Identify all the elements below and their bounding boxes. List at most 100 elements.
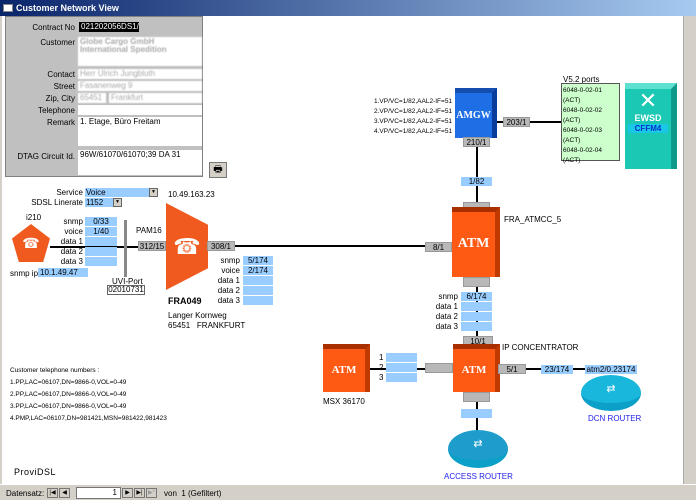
record-navigator: Datensatz: |◀ ◀ 1 ▶ ▶| ▶* von 1 (Gefilte… <box>0 484 696 500</box>
service-select[interactable]: Voice ▼ <box>85 188 158 197</box>
remark-label: Remark <box>46 118 75 127</box>
customer-form: Contract No 021202056DS1/1 Customer Glob… <box>5 16 203 177</box>
contract-field[interactable]: 021202056DS1/1 <box>79 22 139 32</box>
ipconc-label: ATM <box>461 364 487 376</box>
vertical-scrollbar[interactable] <box>683 16 696 484</box>
msx-row-value <box>386 363 417 372</box>
phone-item: 1.PP,LAC=06107,DN=9866-0,VOL=0-49 <box>10 379 127 386</box>
access-label[interactable]: ACCESS ROUTER <box>444 472 513 481</box>
prev-record-button[interactable]: ◀ <box>59 488 70 498</box>
snmp-ip-value: 10.1.49.47 <box>38 268 88 277</box>
service-value: Voice <box>86 188 106 197</box>
window-title: Customer Network View <box>16 3 119 13</box>
port-row-value: 0/33 <box>85 217 117 226</box>
dcn-router-icon[interactable]: ⇄ <box>581 375 641 411</box>
pam-ip: 10.49.163.23 <box>168 190 215 199</box>
port-row-value: 2/174 <box>243 266 273 275</box>
record-number-input[interactable]: 1 <box>76 487 121 499</box>
phone-item: 4.PMP,LAC=06107,DN=981421,MSN=981422,981… <box>10 415 167 422</box>
new-record-button[interactable]: ▶* <box>146 488 157 498</box>
remark-field[interactable]: 1. Etage, Büro Freitam <box>78 117 202 146</box>
dtag-field[interactable]: 96W/61070/61070;39 DA 31 <box>78 150 202 175</box>
msx-row-label: 3 <box>379 373 384 382</box>
ipconc-device-icon[interactable]: ATM <box>453 344 500 392</box>
v52-port-item: 6048-0-02-03 (ACT) <box>563 127 603 144</box>
contract-label: Contract No <box>32 23 75 32</box>
street-field[interactable]: Fasanenweg 9 <box>78 81 202 91</box>
port-row-value <box>85 247 117 256</box>
access-link <box>461 409 492 418</box>
vpvc-item: 2.VP/VC=1/82,AAL2-IF=51 <box>374 108 453 115</box>
zip-field[interactable]: 65451 <box>78 93 106 103</box>
dtag-label: DTAG Circuit Id. <box>17 152 75 161</box>
access-router-icon[interactable]: ⇄ <box>448 430 508 468</box>
msx-device-icon[interactable]: ATM <box>323 344 370 392</box>
atmcc-label: ATM <box>457 236 490 251</box>
linerate-select[interactable]: 1152 ▼ <box>85 198 122 207</box>
v52-port-item: 6048-0-02-04 (ACT) <box>563 147 603 164</box>
port-row-label: data 2 <box>435 312 458 321</box>
phone-list: Customer telephone numbers : 1.PP,LAC=06… <box>10 365 167 425</box>
pam-city: 65451 FRANKFURT <box>168 321 246 330</box>
msx-row-value <box>386 353 417 362</box>
ewsd-device-icon[interactable]: ✕ EWSD CFFM4 <box>625 83 677 169</box>
pam-label: PAM16 <box>136 226 162 235</box>
amgw-device-icon[interactable]: AMGW <box>455 88 497 138</box>
port-row-value: 1/40 <box>85 227 117 236</box>
port-row-value: 5/174 <box>243 256 273 265</box>
port-row-label: data 3 <box>217 296 240 305</box>
contact-field[interactable]: Herr Ulrich Jungbluth <box>78 69 202 79</box>
port-row-label: data 2 <box>60 247 83 256</box>
record-label: Datensatz: <box>6 489 45 498</box>
next-record-button[interactable]: ▶ <box>122 488 133 498</box>
last-record-button[interactable]: ▶| <box>134 488 145 498</box>
port-row-label: data 1 <box>217 276 240 285</box>
linerate-value: 1152 <box>86 198 104 207</box>
amgw-label: AMGW <box>456 110 491 121</box>
port-row-value <box>243 286 273 295</box>
ipconc-port-right: 5/1 <box>498 364 526 374</box>
port-row-label: voice <box>221 266 240 275</box>
v52-title: V5.2 ports <box>563 75 600 84</box>
msx-row-label: 2 <box>379 363 384 372</box>
port-row-label: data 1 <box>435 302 458 311</box>
v52-port-item: 6048-0-02-01 (ACT) <box>563 87 603 104</box>
ipconc-port-left <box>425 363 453 373</box>
first-record-button[interactable]: |◀ <box>47 488 58 498</box>
record-count: von 1 (Gefiltert) <box>164 489 222 498</box>
snmp-ip-label: snmp ip <box>10 269 39 278</box>
port-row-label: snmp <box>438 292 458 301</box>
atmcc-name: FRA_ATMCC_5 <box>504 215 562 224</box>
port-row-value <box>243 276 273 285</box>
atmcc-port-bottom <box>463 277 490 287</box>
print-button[interactable]: 🖶 <box>209 162 227 178</box>
vpvc-item: 3.VP/VC=1/82,AAL2-IF=51 <box>374 118 453 125</box>
city-field[interactable]: Frankfurt <box>109 93 202 103</box>
port-row-value <box>461 302 492 311</box>
atmcc-device-icon[interactable]: ATM <box>452 207 500 277</box>
chevron-down-icon[interactable]: ▼ <box>113 198 122 207</box>
contact-label: Contact <box>47 70 75 79</box>
uvi-label: UVI-Port <box>112 277 143 286</box>
msx-row-label: 1 <box>379 353 384 362</box>
link-line <box>205 245 455 247</box>
chevron-down-icon[interactable]: ▼ <box>149 188 158 197</box>
uvi-bar <box>124 220 127 277</box>
zip-label: Zip, City <box>45 94 75 103</box>
v52-port-item: 6048-0-02-02 (ACT) <box>563 107 603 124</box>
port-row-label: snmp <box>63 217 83 226</box>
pam-name: FRA049 <box>168 296 202 306</box>
port-row-value <box>461 322 492 331</box>
title-bar: Customer Network View <box>0 0 696 16</box>
dcn-label[interactable]: DCN ROUTER <box>588 414 642 423</box>
telephone-field[interactable] <box>78 105 202 115</box>
phone-item: 2.PP,LAC=06107,DN=9866-0,VOL=0-49 <box>10 391 127 398</box>
pam-port-in: 312/15 <box>138 241 166 251</box>
atmcc-port-left: 8/1 <box>425 242 452 252</box>
port-row-value <box>461 312 492 321</box>
customer-field[interactable]: Globe Cargo GmbH International Spedition <box>78 37 202 66</box>
vpvc-item: 4.VP/VC=1/82,AAL2-IF=51 <box>374 128 453 135</box>
pam-street: Langer Kornweg <box>168 311 227 320</box>
telephone-label: Telephone <box>38 106 75 115</box>
amgw-link: 1/82 <box>461 177 492 186</box>
